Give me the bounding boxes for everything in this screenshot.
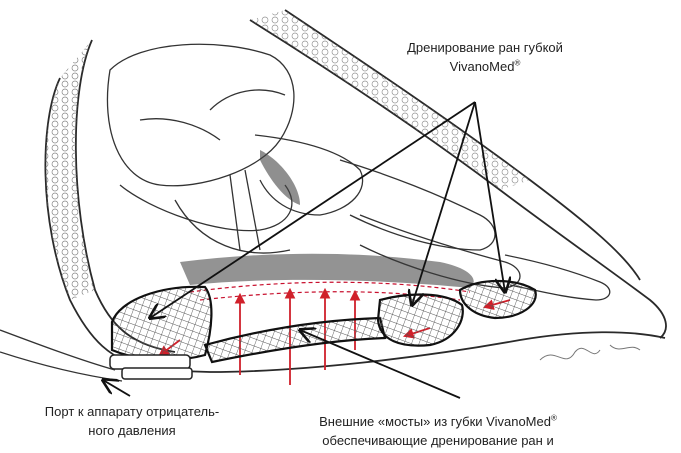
port-connector [110,355,190,369]
label-port-line1: Порт к аппарату отрицатель- [12,402,252,421]
label-external-bridges-line2: обеспечивающие дренирование ран и [288,431,588,450]
label-external-bridges-line1: Внешние «мосты» из губки VivanoMed [319,414,551,429]
artist-signature [540,345,640,360]
label-port: Порт к аппарату отрицатель- ного давлени… [12,402,252,440]
registered-mark: ® [551,414,557,423]
heel-sponge [112,287,211,360]
forefoot-sponge [460,281,536,318]
vivanomed-sponges [110,281,536,379]
port-base [122,368,192,379]
midfoot-sponge [378,295,463,346]
registered-mark: ® [514,59,520,68]
label-port-line2: ного давления [12,421,252,440]
label-vivanomed-drainage-line2: VivanoMed [450,59,515,74]
soft-tissue-shading [180,150,474,288]
port-tubing [0,330,122,381]
label-vivanomed-drainage: Дренирование ран губкой VivanoMed® [360,38,610,76]
label-external-bridges: Внешние «мосты» из губки VivanoMed® обес… [288,412,588,450]
label-vivanomed-drainage-line1: Дренирование ран губкой [360,38,610,57]
